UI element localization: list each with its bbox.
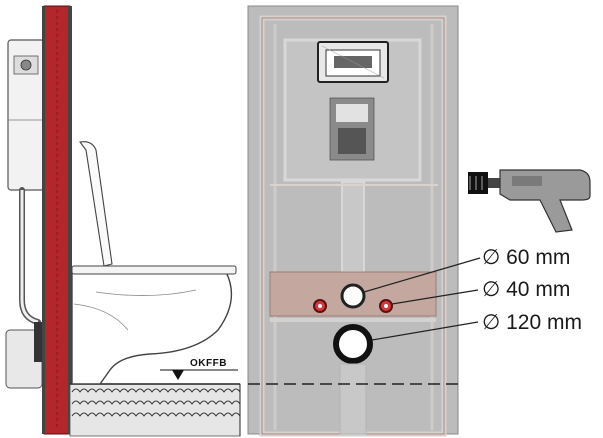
dimension-60mm-label: ∅ 60 mm: [482, 246, 571, 269]
dimension-40mm-label: ∅ 40 mm: [482, 278, 571, 301]
toilet-bowl-side: [71, 141, 237, 385]
side-view: [5, 5, 241, 437]
front-view: [247, 5, 459, 437]
cistern-mechanism: [329, 97, 375, 161]
flush-plate-icon: [317, 41, 389, 83]
floor-level-label: OKFFB: [190, 358, 227, 369]
floor-construction: [69, 383, 241, 437]
dimension-120mm-label: ∅ 120 mm: [482, 311, 582, 334]
leader-lines: [363, 257, 481, 341]
inlet-opening: [340, 283, 366, 309]
floor-level-marker: [160, 369, 238, 380]
outlet-opening: [333, 324, 373, 364]
power-drill-icon: [468, 169, 591, 233]
wall-panel: [42, 5, 72, 435]
cistern-side: [7, 39, 45, 325]
